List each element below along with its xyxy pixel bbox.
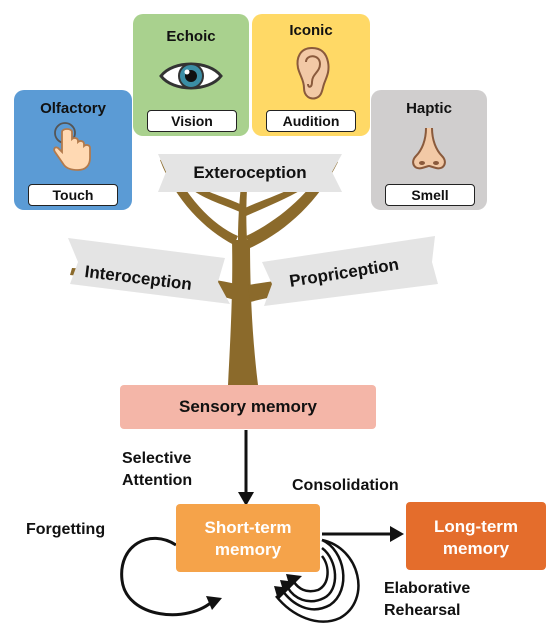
short-term-memory-line2: memory [214,540,282,559]
exteroception-banner [158,154,342,192]
exteroception-label: Exteroception [193,163,307,182]
sensory-memory-box [120,385,376,429]
propriception-banner [262,236,438,306]
sensory-memory-label: Sensory memory [179,397,317,416]
elaborative-rehearsal-line1: Elaborative [384,580,471,597]
ear-icon [292,44,332,104]
forgetting-loop [120,536,222,617]
olfactory-label: Touch [28,184,118,206]
interoception-banner [68,238,230,304]
long-term-memory-line2: memory [442,539,510,558]
consolidation-arrow [322,526,404,542]
consolidation-label: Consolidation [292,477,399,494]
elaborative-rehearsal-line2: Rehearsal [384,602,461,619]
iconic-title: Iconic [289,22,333,39]
iconic-label: Audition [266,110,356,132]
selective-attention-line2: Attention [122,472,193,489]
echoic-label: Vision [147,110,237,132]
rehearsal-loops [275,538,360,623]
forgetting-label: Forgetting [26,521,106,538]
haptic-title: Haptic [406,100,452,117]
long-term-memory-box [406,502,546,570]
nose-icon [404,124,454,174]
echoic-title: Echoic [166,28,216,45]
attention-arrow [238,430,254,506]
pointing-hand-icon [48,120,98,172]
eye-icon [157,56,225,96]
short-term-memory-line1: Short-term [204,518,292,537]
long-term-memory-line1: Long-term [433,517,519,536]
haptic-label: Smell [385,184,475,206]
olfactory-title: Olfactory [40,100,106,117]
rehearsal-arrowheads [274,574,302,600]
selective-attention-line1: Selective [122,450,192,467]
short-term-memory-box [176,504,320,572]
